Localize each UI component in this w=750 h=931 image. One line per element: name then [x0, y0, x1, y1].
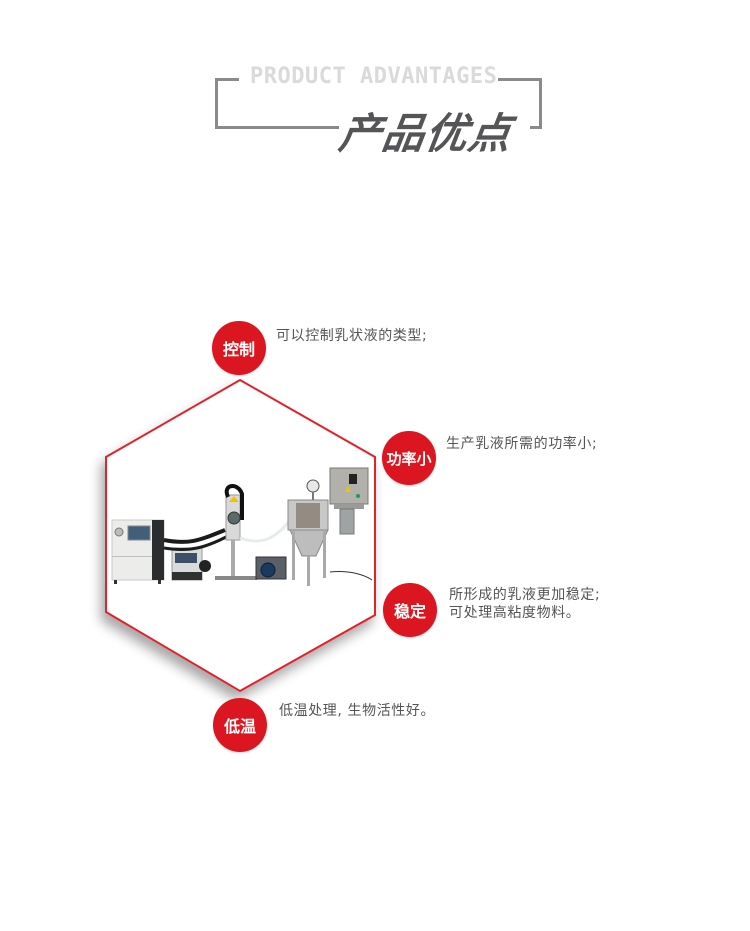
- feature-text-low-power: 生产乳液所需的功率小;: [446, 435, 597, 453]
- feature-badge-low-temp: 低温: [213, 698, 267, 752]
- feature-badge-low-power: 功率小: [382, 431, 436, 485]
- feature-line: 生产乳液所需的功率小;: [446, 436, 598, 452]
- feature-badge-label: 低温: [223, 717, 256, 736]
- feature-line: 所形成的乳液更加稳定;: [449, 587, 601, 603]
- equipment-illustration: [111, 467, 373, 586]
- feature-badge-stable: 稳定: [383, 583, 437, 637]
- feature-badge-label: 功率小: [386, 449, 432, 468]
- feature-badge-label: 控制: [222, 340, 255, 359]
- feature-text-low-temp: 低温处理, 生物活性好。: [279, 702, 435, 720]
- feature-badge-label: 稳定: [393, 602, 426, 621]
- feature-text-control: 可以控制乳状液的类型;: [276, 327, 427, 345]
- feature-line: 可处理高粘度物料。: [449, 605, 581, 621]
- feature-line: 低温处理, 生物活性好。: [279, 703, 436, 719]
- header-subtitle-en: PRODUCT ADVANTAGES: [250, 64, 498, 89]
- feature-text-stable: 所形成的乳液更加稳定; 可处理高粘度物料。: [449, 586, 600, 622]
- feature-badge-control: 控制: [212, 321, 266, 375]
- feature-line: 可以控制乳状液的类型;: [276, 328, 428, 344]
